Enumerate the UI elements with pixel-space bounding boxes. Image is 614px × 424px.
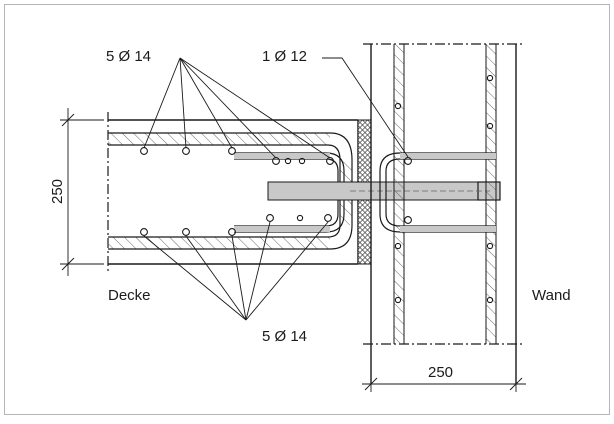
wall-right-hatch <box>486 44 496 344</box>
drawing-frame <box>4 4 610 415</box>
bottom-bar-4 <box>266 214 274 222</box>
slab-dimension <box>60 108 104 276</box>
slab-thickness-value: 250 <box>49 179 66 204</box>
bottom-reinforcement-outline <box>108 224 353 250</box>
wall-label: Wand <box>532 287 571 304</box>
top-reinforcement-outline <box>108 132 353 161</box>
top-bar-2 <box>182 147 190 155</box>
bottom-bar-5 <box>324 214 332 222</box>
wall-thickness-value: 250 <box>428 364 453 381</box>
wall-u-bar <box>379 152 496 233</box>
bottom-bars-label: 5 Ø 14 <box>262 328 307 345</box>
top-hatch <box>108 133 330 145</box>
connector-leader <box>322 57 409 158</box>
bottom-bar-3 <box>228 228 236 236</box>
wall-dimension <box>362 352 526 392</box>
bottom-bar-2 <box>182 228 190 236</box>
top-bar-3 <box>228 147 236 155</box>
bottom-bar-1 <box>140 228 148 236</box>
bottom-hatch <box>108 237 330 249</box>
slab-label: Decke <box>108 287 151 304</box>
wall-left-hatch <box>394 44 404 344</box>
top-bar-1 <box>140 147 148 155</box>
top-bars-label: 5 Ø 14 <box>106 48 151 65</box>
bottom-bars-leaders <box>143 221 329 321</box>
wall <box>363 43 524 384</box>
top-bars-leaders <box>143 57 331 159</box>
rebar-cross-sections <box>140 74 494 304</box>
connector-bar-label: 1 Ø 12 <box>262 48 307 65</box>
